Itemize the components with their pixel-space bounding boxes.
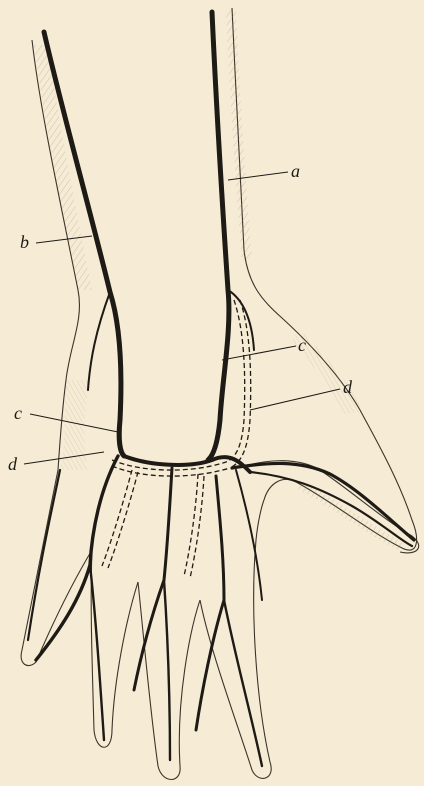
- label-c-upper: c: [298, 336, 306, 354]
- label-b: b: [20, 233, 29, 251]
- label-c-lower: c: [14, 404, 22, 422]
- radial-artery: [208, 12, 229, 460]
- label-d-lower: d: [8, 455, 17, 473]
- label-a: a: [291, 162, 300, 180]
- hatch-shading: [34, 10, 405, 550]
- label-d-upper: d: [343, 378, 352, 396]
